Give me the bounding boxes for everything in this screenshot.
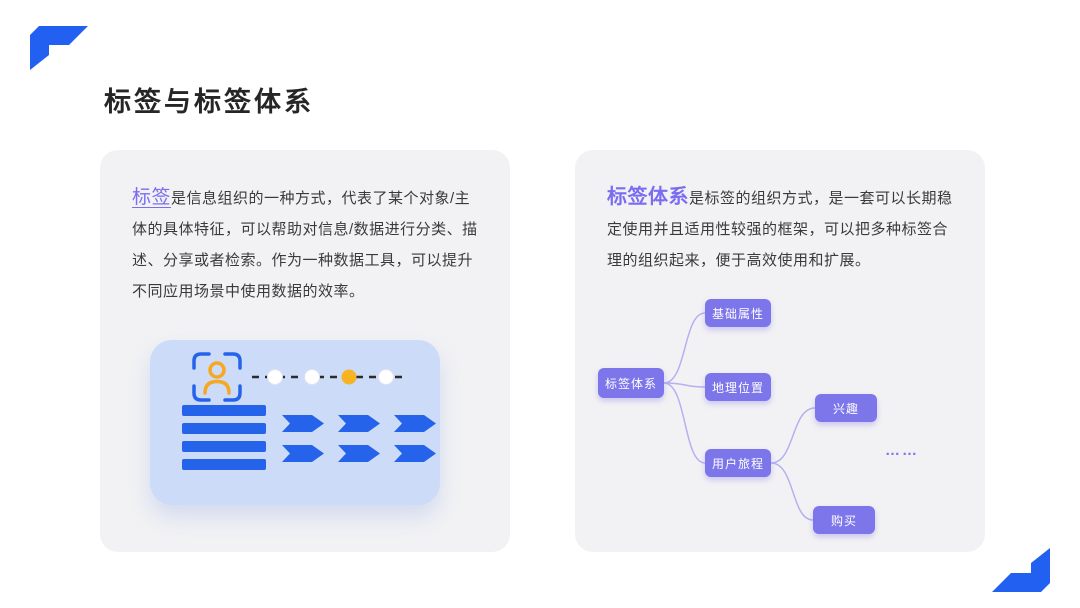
tree-connector-lines [663,312,816,521]
tree-node-root: 标签体系 [598,368,664,398]
tree-node-user-journey: 用户旅程 [705,449,771,477]
term-tag-system: 标签体系 [607,186,689,208]
tag-illustration [150,340,440,505]
corner-decoration-icon [30,26,88,70]
tag-system-tree: 标签体系 基础属性 地理位置 用户旅程 兴趣 购买 …… [587,290,973,546]
corner-decoration-icon [992,548,1050,592]
tag-system-paragraph: 标签体系是标签的组织方式，是一套可以长期稳定使用并且适用性较强的框架，可以把多种… [575,150,985,276]
tag-definition-text: 是信息组织的一种方式，代表了某个对象/主体的具体特征，可以帮助对信息/数据进行分… [132,190,478,300]
tag-arrows-icon [282,415,436,462]
card-tag-system: 标签体系是标签的组织方式，是一套可以长期稳定使用并且适用性较强的框架，可以把多种… [575,150,985,552]
text-bars-icon [182,405,266,470]
tag-definition-paragraph: 标签是信息组织的一种方式，代表了某个对象/主体的具体特征，可以帮助对信息/数据进… [100,150,510,307]
tree-node-geo-location: 地理位置 [705,373,771,401]
tree-ellipsis: …… [885,442,919,459]
tree-node-basic-attrs: 基础属性 [705,299,771,327]
tag-system-text: 是标签的组织方式，是一套可以长期稳定使用并且适用性较强的框架，可以把多种标签合理… [607,190,953,269]
person-icon [203,361,231,395]
card-tag-definition: 标签是信息组织的一种方式，代表了某个对象/主体的具体特征，可以帮助对信息/数据进… [100,150,510,552]
page-title: 标签与标签体系 [104,87,314,117]
term-tag: 标签 [132,187,172,208]
progress-dots-icon [252,369,408,385]
tree-node-interest: 兴趣 [815,394,877,422]
tag-illustration-icon [182,352,436,470]
tree-node-purchase: 购买 [813,506,875,534]
scan-person-icon [192,352,242,402]
